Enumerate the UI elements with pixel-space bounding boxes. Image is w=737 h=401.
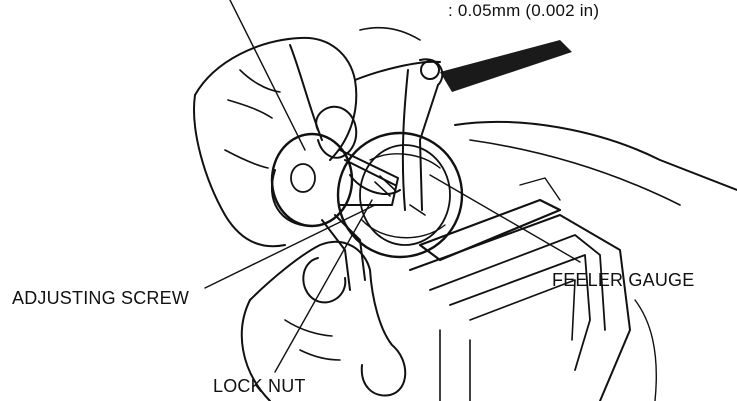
clearance-spec-label: : 0.05mm (0.002 in) <box>448 1 600 20</box>
feeler-gauge-label: FEELER GAUGE <box>552 270 695 290</box>
adjusting-screw-label: ADJUSTING SCREW <box>12 288 190 308</box>
lock-nut-label: LOCK NUT <box>213 376 306 396</box>
valve-spring-seat <box>336 131 464 259</box>
leader-lines <box>204 0 581 373</box>
lower-hand <box>240 214 407 401</box>
upper-hand <box>193 26 441 248</box>
wrench-and-nut <box>270 132 401 228</box>
feeler-gauge <box>401 40 572 216</box>
cylinder-head-outline <box>409 120 737 401</box>
